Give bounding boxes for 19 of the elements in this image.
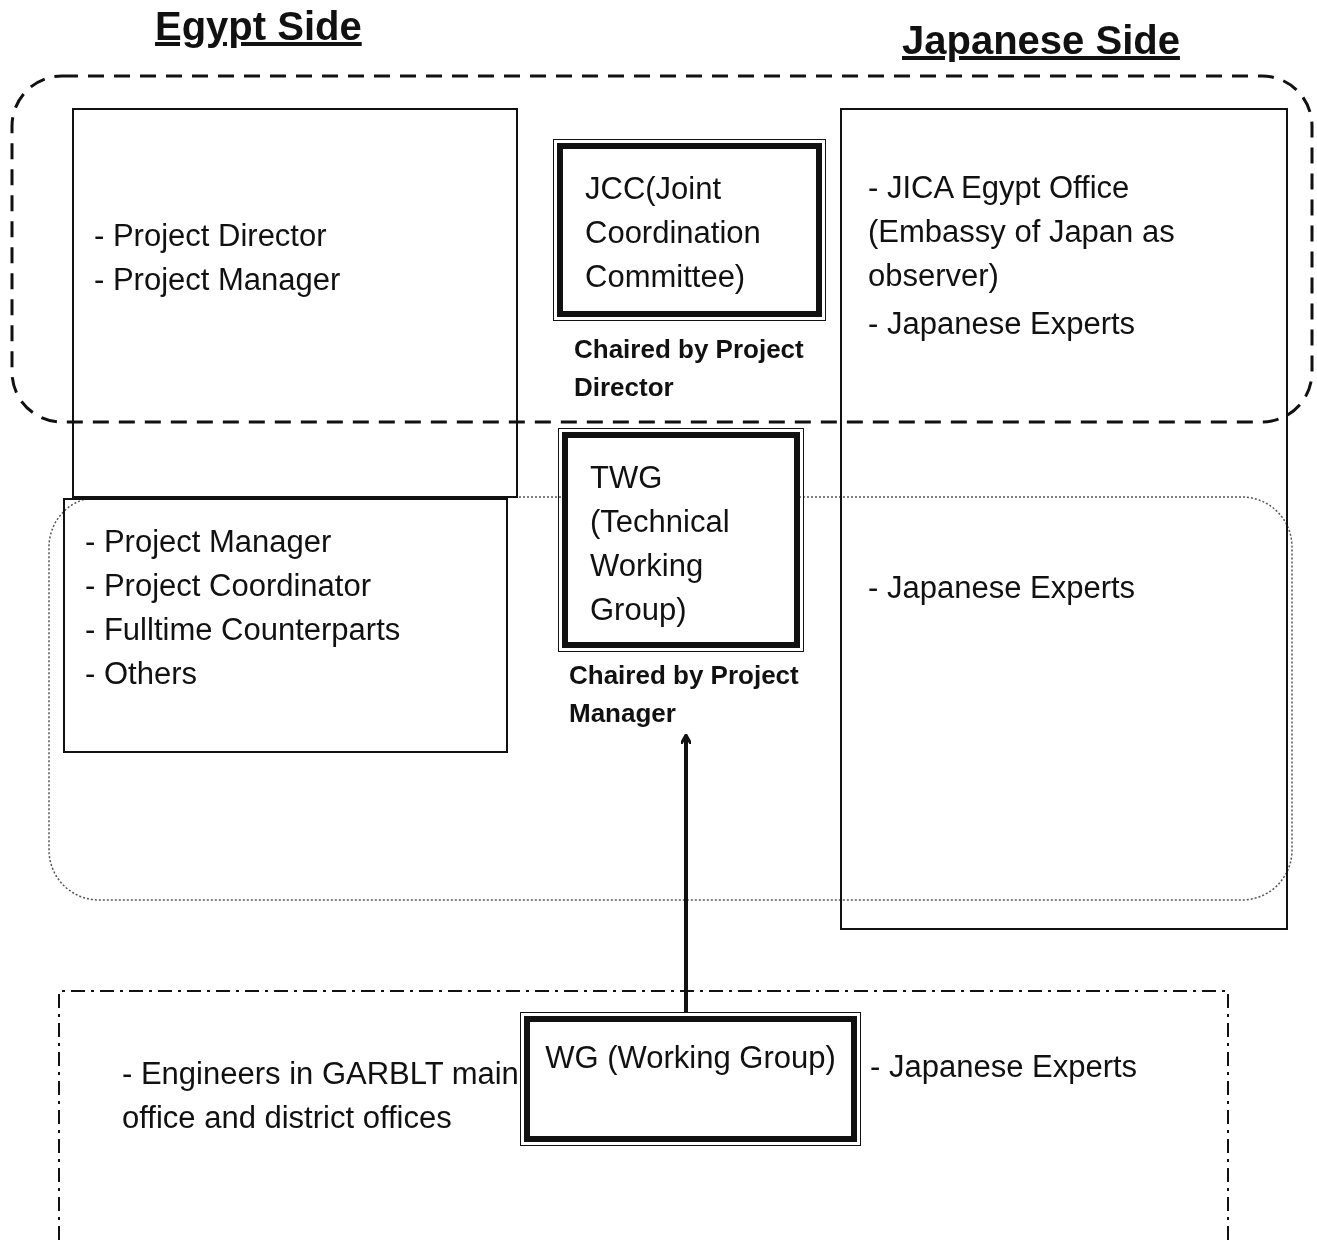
- text-label: - Engineers in GARBLT main office and district offices: [122, 1055, 520, 1137]
- list-box: [840, 108, 1288, 930]
- chair-note: Chaired by Project Director: [574, 333, 805, 404]
- list-item: - Others: [85, 655, 197, 693]
- list-box: [63, 498, 508, 753]
- list-item: - Project Manager: [85, 523, 332, 561]
- list-item: - Project Director: [94, 217, 327, 255]
- list-box: [72, 108, 518, 498]
- list-item: - JICA Egypt Office (Embassy of Japan as observer): [868, 169, 1176, 295]
- list-item: - Japanese Experts: [868, 569, 1137, 607]
- list-item: - Project Coordinator: [85, 567, 371, 605]
- chair-note: Chaired by Project Manager: [569, 659, 800, 730]
- arrow: [679, 733, 693, 1012]
- side-heading: Egypt Side: [155, 4, 362, 49]
- list-item: - Project Manager: [94, 261, 341, 299]
- side-heading: Japanese Side: [902, 18, 1180, 63]
- text-label: - Japanese Experts: [870, 1048, 1138, 1086]
- list-item: - Japanese Experts: [868, 305, 1137, 343]
- list-item: - Fulltime Counterparts: [85, 611, 401, 649]
